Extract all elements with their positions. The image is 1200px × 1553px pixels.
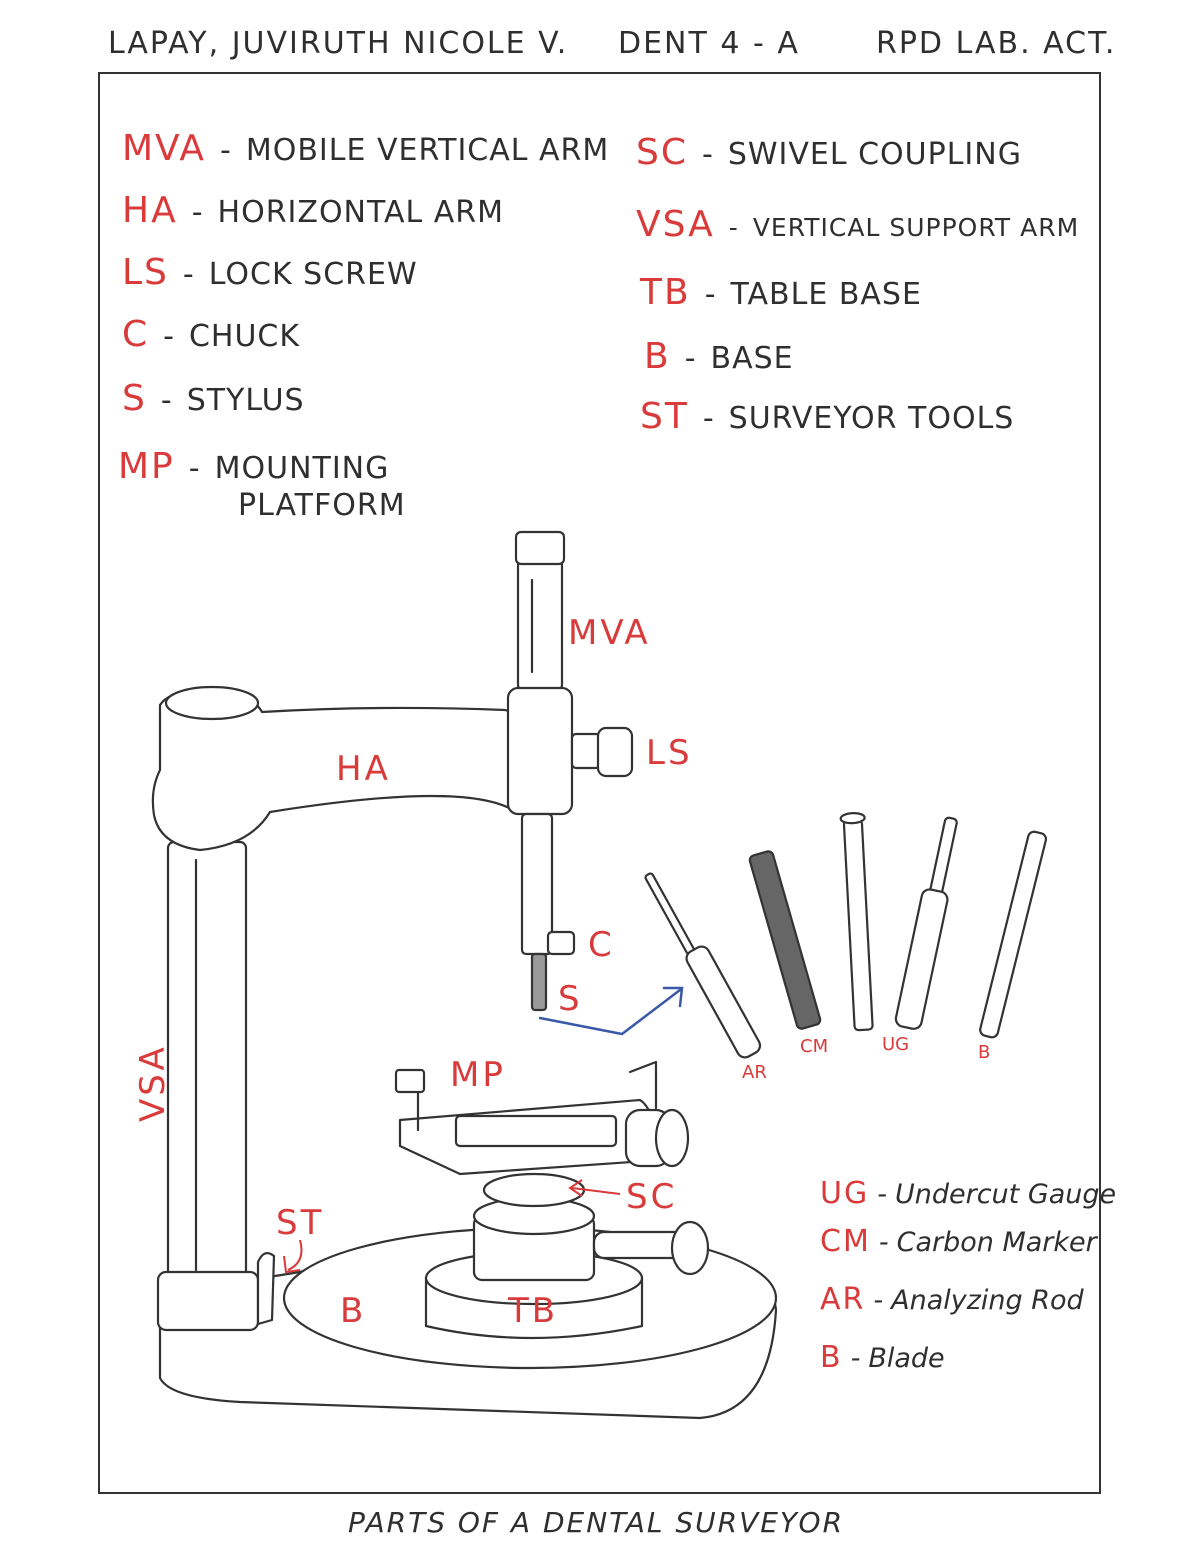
tool-label-b: B bbox=[978, 1042, 990, 1063]
legend-text: STYLUS bbox=[186, 383, 305, 418]
mva-collar bbox=[506, 686, 574, 816]
legend-abbr: SC bbox=[636, 132, 688, 173]
vsa-foot bbox=[156, 1270, 260, 1332]
mobile-vertical-arm bbox=[516, 558, 564, 692]
label-sc: SC bbox=[626, 1177, 677, 1217]
legend-item-c: C-CHUCK bbox=[122, 314, 301, 355]
legend-text: HORIZONTAL ARM bbox=[217, 195, 505, 230]
label-mp: MP bbox=[450, 1055, 506, 1095]
tools-legend-abbr: B bbox=[820, 1340, 843, 1375]
legend-abbr: MP bbox=[118, 446, 175, 487]
lower-shaft bbox=[520, 812, 554, 956]
tools-legend-text: Blade bbox=[868, 1343, 945, 1374]
legend-item-s: S-STYLUS bbox=[122, 378, 305, 419]
platform-knob bbox=[654, 1108, 690, 1168]
tool-blade-long bbox=[979, 830, 1048, 1039]
label-tb: TB bbox=[507, 1291, 558, 1331]
legend-text: MOUNTING bbox=[214, 451, 390, 486]
tool-blade bbox=[894, 816, 958, 1030]
legend-abbr: VSA bbox=[636, 204, 715, 245]
legend-abbr: LS bbox=[122, 252, 169, 293]
tools-legend-text: Analyzing Rod bbox=[891, 1285, 1084, 1316]
label-s: S bbox=[558, 979, 583, 1019]
activity-title: RPD LAB. ACT. bbox=[876, 26, 1117, 61]
swivel-coupling bbox=[482, 1172, 586, 1208]
legend-item-ls: LS-LOCK SCREW bbox=[122, 252, 418, 293]
legend-text: SWIVEL COUPLING bbox=[727, 137, 1022, 172]
figure-caption: PARTS OF A DENTAL SURVEYOR bbox=[348, 1506, 845, 1539]
tools-legend-abbr: UG bbox=[820, 1176, 870, 1211]
lock-screw-knob bbox=[596, 726, 634, 778]
legend-item-mp: MP-MOUNTING bbox=[118, 446, 390, 487]
legend-text: TABLE BASE bbox=[730, 277, 922, 312]
tool-label-ar: AR bbox=[742, 1062, 767, 1083]
tightening-knob bbox=[670, 1220, 710, 1276]
stylus bbox=[530, 952, 548, 1012]
mva-cap bbox=[514, 530, 566, 566]
tools-legend-b: B-Blade bbox=[820, 1340, 945, 1375]
legend-abbr: B bbox=[644, 336, 671, 377]
legend-abbr: HA bbox=[122, 190, 178, 231]
legend-abbr: ST bbox=[640, 396, 689, 437]
legend-item-tb: TB-TABLE BASE bbox=[640, 272, 922, 313]
chuck bbox=[546, 930, 576, 956]
legend-abbr: S bbox=[122, 378, 147, 419]
tools-legend-abbr: CM bbox=[820, 1224, 871, 1259]
legend-text: BASE bbox=[710, 341, 794, 376]
legend-item-sc: SC-SWIVEL COUPLING bbox=[636, 132, 1022, 173]
tools-legend-cm: CM-Carbon Marker bbox=[820, 1224, 1097, 1259]
tool-label-ug: UG bbox=[882, 1034, 909, 1055]
vertical-support-arm bbox=[166, 840, 248, 1284]
st-arrow bbox=[283, 1239, 303, 1274]
legend-item-b: B-BASE bbox=[644, 336, 794, 377]
tool-undercut-gauge bbox=[839, 812, 874, 1032]
pointer-arrow bbox=[538, 986, 684, 1036]
legend-abbr: C bbox=[122, 314, 150, 355]
tool-carbon-marker bbox=[748, 850, 822, 1030]
label-b: B bbox=[340, 1291, 366, 1331]
label-c: C bbox=[588, 925, 615, 965]
lock-screw bbox=[570, 732, 602, 770]
legend-text: MOBILE VERTICAL ARM bbox=[245, 133, 610, 168]
legend-text: CHUCK bbox=[188, 319, 301, 354]
tools-legend-abbr: AR bbox=[820, 1282, 866, 1317]
tool-label-cm: CM bbox=[800, 1036, 828, 1057]
label-vsa: VSA bbox=[133, 1044, 173, 1122]
class-section: DENT 4 - A bbox=[618, 26, 800, 61]
arm-cap bbox=[164, 685, 260, 721]
legend-item-st: ST-SURVEYOR TOOLS bbox=[640, 396, 1015, 437]
label-ha: HA bbox=[336, 749, 391, 789]
legend-text: VERTICAL SUPPORT ARM bbox=[752, 213, 1080, 242]
label-ls: LS bbox=[646, 733, 693, 773]
drawing-frame bbox=[98, 72, 1101, 1494]
legend-text: LOCK SCREW bbox=[208, 257, 418, 292]
legend-item-mva: MVA-MOBILE VERTICAL ARM bbox=[122, 128, 610, 169]
tool-holder bbox=[256, 1252, 276, 1326]
label-mva: MVA bbox=[568, 613, 651, 653]
legend-text-continued: PLATFORM bbox=[238, 488, 406, 523]
tools-legend-text: Undercut Gauge bbox=[894, 1179, 1117, 1210]
legend-abbr: TB bbox=[640, 272, 691, 313]
student-name: LAPAY, JUVIRUTH NICOLE V. bbox=[108, 26, 569, 61]
tool-analyzing-rod bbox=[644, 872, 762, 1059]
legend-text: SURVEYOR TOOLS bbox=[728, 401, 1015, 436]
legend-item-ha: HA-HORIZONTAL ARM bbox=[122, 190, 505, 231]
tools-legend-ug: UG-Undercut Gauge bbox=[820, 1176, 1117, 1211]
tools-legend-ar: AR-Analyzing Rod bbox=[820, 1282, 1084, 1317]
legend-abbr: MVA bbox=[122, 128, 207, 169]
sc-arrow bbox=[568, 1179, 621, 1197]
tools-legend-text: Carbon Marker bbox=[896, 1227, 1097, 1258]
legend-item-vsa: VSA-VERTICAL SUPPORT ARM bbox=[636, 204, 1080, 245]
label-st: ST bbox=[276, 1203, 324, 1243]
